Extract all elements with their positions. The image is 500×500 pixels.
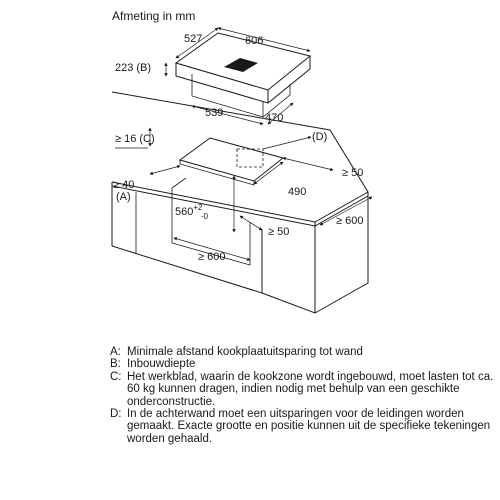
legend-text: Inbouwdiepte — [127, 358, 196, 371]
marker-d: (D) — [312, 131, 327, 143]
worktop-cutout — [178, 137, 285, 182]
heading: Afmeting in mm — [112, 9, 195, 23]
dim-side-40: ≥ 40 — [113, 179, 134, 191]
dim-height-b: 223 (B) — [115, 62, 151, 74]
legend-key: A: — [110, 346, 121, 358]
dim-back-50: ≥ 50 — [342, 167, 363, 179]
dim-front-50: ≥ 50 — [268, 226, 289, 238]
base-cabinet — [111, 177, 369, 314]
legend-key: D: — [110, 408, 122, 421]
dim-width-600: ≥ 600 — [198, 251, 225, 263]
worktop-dimensions — [115, 127, 373, 261]
legend-key: B: — [110, 358, 121, 371]
dim-top-width: 606 — [245, 35, 263, 47]
dim-cutout-560-value: 560 — [175, 206, 193, 218]
marker-a: (A) — [116, 191, 131, 203]
wall-opening-d — [236, 148, 264, 168]
dim-bottom-width: 539 — [205, 107, 223, 119]
legend-text: Het werkblad, waarin de kookzone wordt i… — [127, 370, 494, 408]
worktop — [111, 91, 369, 227]
legend-text: In de achterwand moet een uitsparingen v… — [127, 408, 491, 445]
legend-item: D: In de achterwand moet een uitsparinge… — [110, 408, 495, 445]
legend-item: A: Minimale afstand kookplaatuitsparing … — [110, 346, 495, 358]
dim-depth-600: ≥ 600 — [336, 215, 363, 227]
dim-tolerance-plus: +2 — [193, 203, 203, 212]
dim-top-depth: 527 — [184, 33, 202, 45]
extractor-vent — [224, 58, 258, 72]
dim-bottom-depth: 470 — [265, 112, 283, 124]
dim-cutout-560: 560+2 — [175, 203, 203, 218]
legend-item: C: Het werkblad, waarin de kookzone word… — [110, 371, 495, 408]
legend: A: Minimale afstand kookplaatuitsparing … — [110, 346, 495, 445]
dim-gap-c: ≥ 16 (C) — [115, 133, 155, 145]
hob-appliance — [174, 32, 312, 118]
legend-key: C: — [110, 370, 122, 383]
appliance-dimensions — [164, 27, 311, 125]
installation-drawing: Afmeting in mm 527 606 223 (B) 539 470 — [111, 9, 373, 314]
legend-item: B: Inbouwdiepte — [110, 358, 495, 370]
dim-tolerance-minus: -0 — [201, 212, 209, 221]
dim-cutout-490: 490 — [288, 186, 306, 198]
legend-text: Minimale afstand kookplaatuitsparing tot… — [127, 346, 363, 358]
